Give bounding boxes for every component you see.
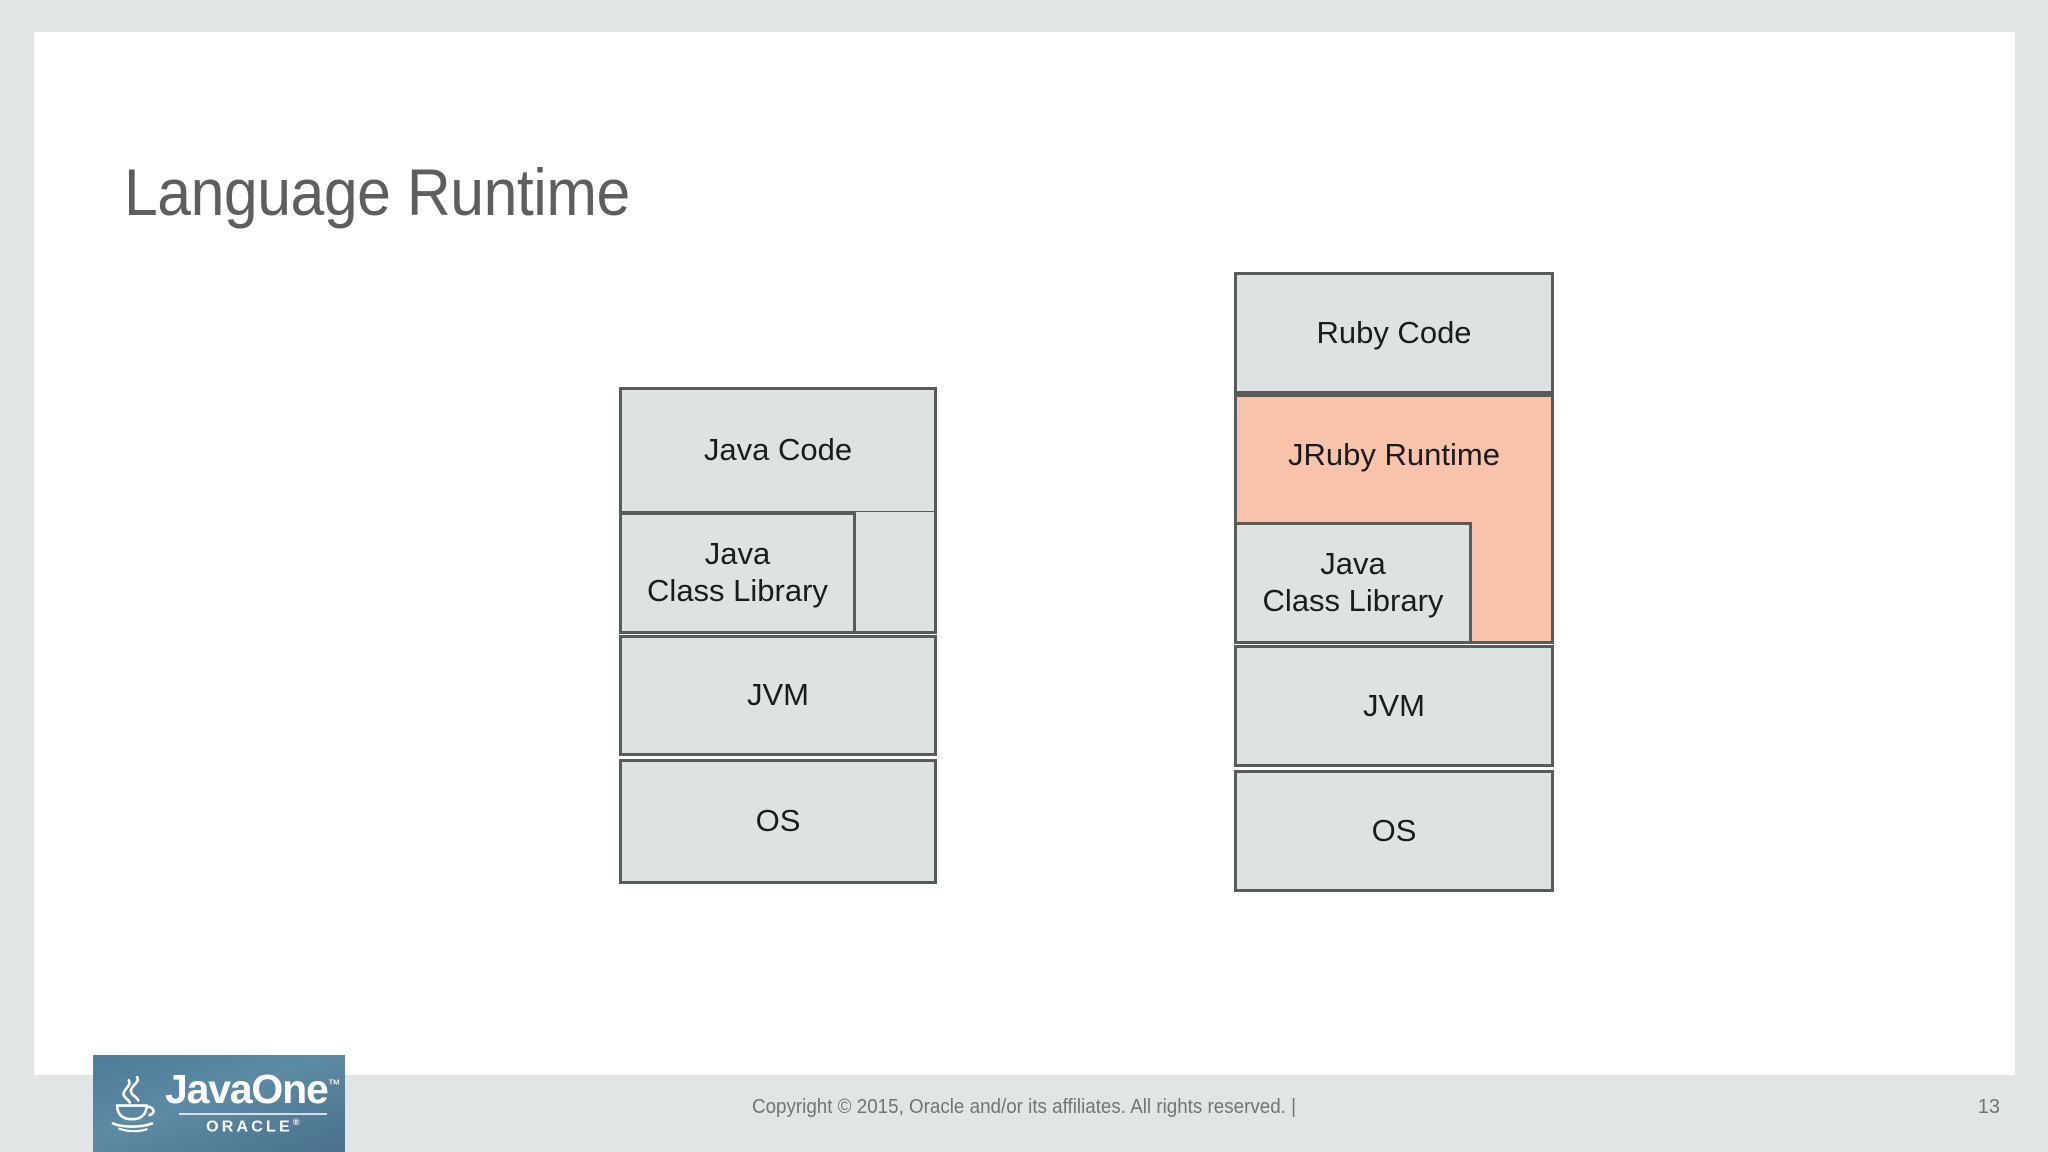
javaone-logo: JavaOne™ ORACLE® xyxy=(93,1055,345,1152)
java-coffee-cup-icon xyxy=(111,1075,155,1132)
page-number: 13 xyxy=(1977,1096,2000,1118)
stack-box-java-class-library: Java Class Library xyxy=(1234,522,1472,644)
stack-box-os: OS xyxy=(1234,770,1554,892)
slide-canvas: Language Runtime Java Code Java Class Li… xyxy=(34,32,2015,1075)
logo-wordmark: JavaOne™ xyxy=(165,1069,341,1110)
stack-box-os: OS xyxy=(619,759,937,884)
stack-box-jruby-runtime-label: JRuby Runtime xyxy=(1288,437,1500,472)
logo-sponsor: ORACLE® xyxy=(206,1118,299,1135)
stack-box-java-code: Java Code xyxy=(619,387,937,514)
logo-divider xyxy=(178,1113,327,1116)
stack-box-jvm: JVM xyxy=(619,635,937,756)
trademark-icon: ™ xyxy=(327,1076,341,1092)
registered-icon: ® xyxy=(292,1117,300,1128)
java-stack-diagram: Java Code Java Class Library JVM OS xyxy=(619,387,937,884)
logo-wordmark-text: JavaOne xyxy=(165,1066,329,1113)
footer-copyright: Copyright © 2015, Oracle and/or its affi… xyxy=(751,1096,1296,1118)
stack-box-ruby-code: Ruby Code xyxy=(1234,272,1554,394)
stack-box-jvm: JVM xyxy=(1234,645,1554,767)
stack-box-jruby-runtime: JRuby Runtime xyxy=(1234,394,1554,644)
stack-box-java-class-library: Java Class Library xyxy=(619,512,856,634)
page-title: Language Runtime xyxy=(124,155,630,229)
jruby-stack-diagram: Ruby Code JRuby Runtime Java Class Libra… xyxy=(1234,272,1554,892)
logo-sponsor-text: ORACLE xyxy=(206,1118,293,1136)
